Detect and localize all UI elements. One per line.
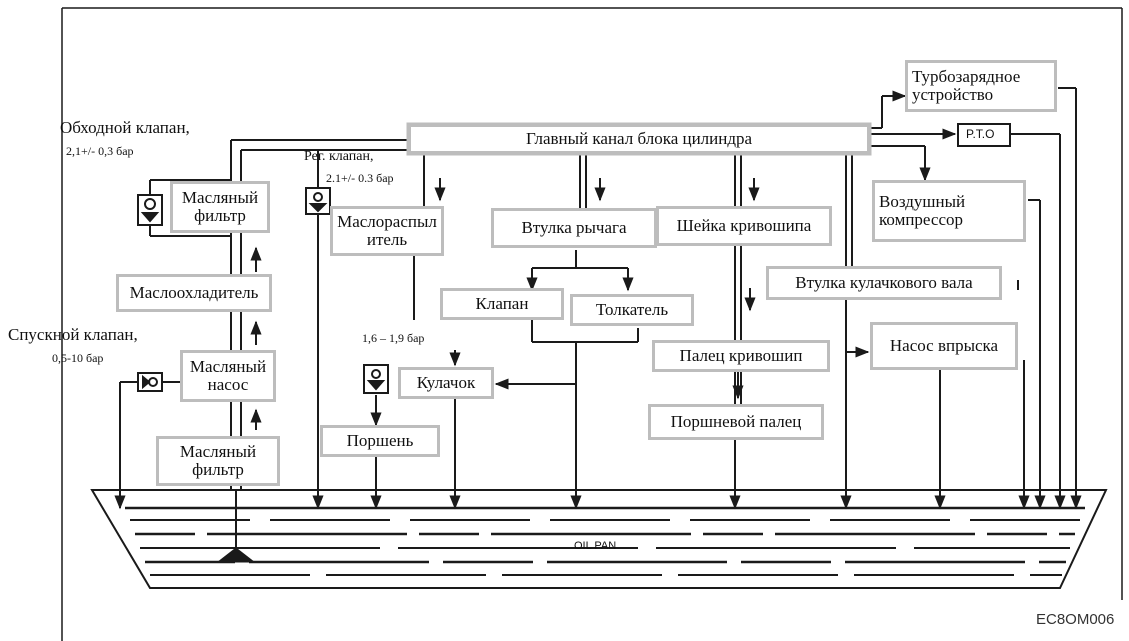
oil-filter-top-label: Масляный фильтр bbox=[170, 181, 270, 233]
camshaft-bushing-label: Втулка кулачкового вала bbox=[766, 266, 1002, 300]
reg-valve-icon bbox=[305, 187, 331, 215]
check-valve-icon bbox=[137, 372, 163, 392]
oil-pump-label: Масляный насос bbox=[180, 350, 276, 402]
air-compressor-label: Воздушный компрессор bbox=[872, 180, 1026, 242]
pto-box bbox=[957, 123, 1011, 147]
oil-cooler-label: Маслоохладитель bbox=[116, 274, 272, 312]
figure-code-label: EC8OM006 bbox=[1036, 611, 1115, 628]
bypass-pressure-label: 2,1+/- 0,3 бар bbox=[66, 144, 134, 158]
cam-label: Кулачок bbox=[398, 367, 494, 399]
pusher-label: Толкатель bbox=[570, 294, 694, 326]
jet-pressure-label: 1,6 – 1,9 бар bbox=[362, 331, 425, 345]
atomizer-label: Маслораспылитель bbox=[330, 206, 444, 256]
pto-label: P.T.O bbox=[966, 127, 995, 141]
oil-pan bbox=[90, 489, 1108, 589]
oil-pan-label: OIL PAN bbox=[574, 540, 617, 552]
filter-valve-icon bbox=[137, 194, 163, 226]
lever-bushing-label: Втулка рычага bbox=[491, 208, 657, 248]
drain-valve-label: Спускной клапан, bbox=[8, 325, 138, 344]
outer-frame bbox=[61, 7, 1123, 641]
reg-valve-label: Рег. клапан, bbox=[304, 149, 374, 164]
reg-pressure-label: 2.1+/- 0.3 бар bbox=[326, 171, 394, 185]
oil-filter-bottom-label: Масляный фильтр bbox=[156, 436, 280, 486]
injection-pump-label: Насос впрыска bbox=[870, 322, 1018, 370]
drain-pressure-label: 0,5-10 бар bbox=[52, 351, 104, 365]
oil-jet-icon bbox=[363, 364, 389, 394]
valve-label: Клапан bbox=[440, 288, 564, 320]
crank-journal-label: Шейка кривошипа bbox=[656, 206, 832, 246]
turbo-label: Турбозарядное устройство bbox=[905, 60, 1057, 112]
crank-pin-label: Палец кривошип bbox=[652, 340, 830, 372]
strainer-icon bbox=[216, 490, 256, 563]
piston-pin-label: Поршневой палец bbox=[648, 404, 824, 440]
bypass-valve-label: Обходной клапан, bbox=[60, 118, 190, 137]
piston-label: Поршень bbox=[320, 425, 440, 457]
main-channel-label: Главный канал блока цилиндра bbox=[408, 124, 870, 154]
